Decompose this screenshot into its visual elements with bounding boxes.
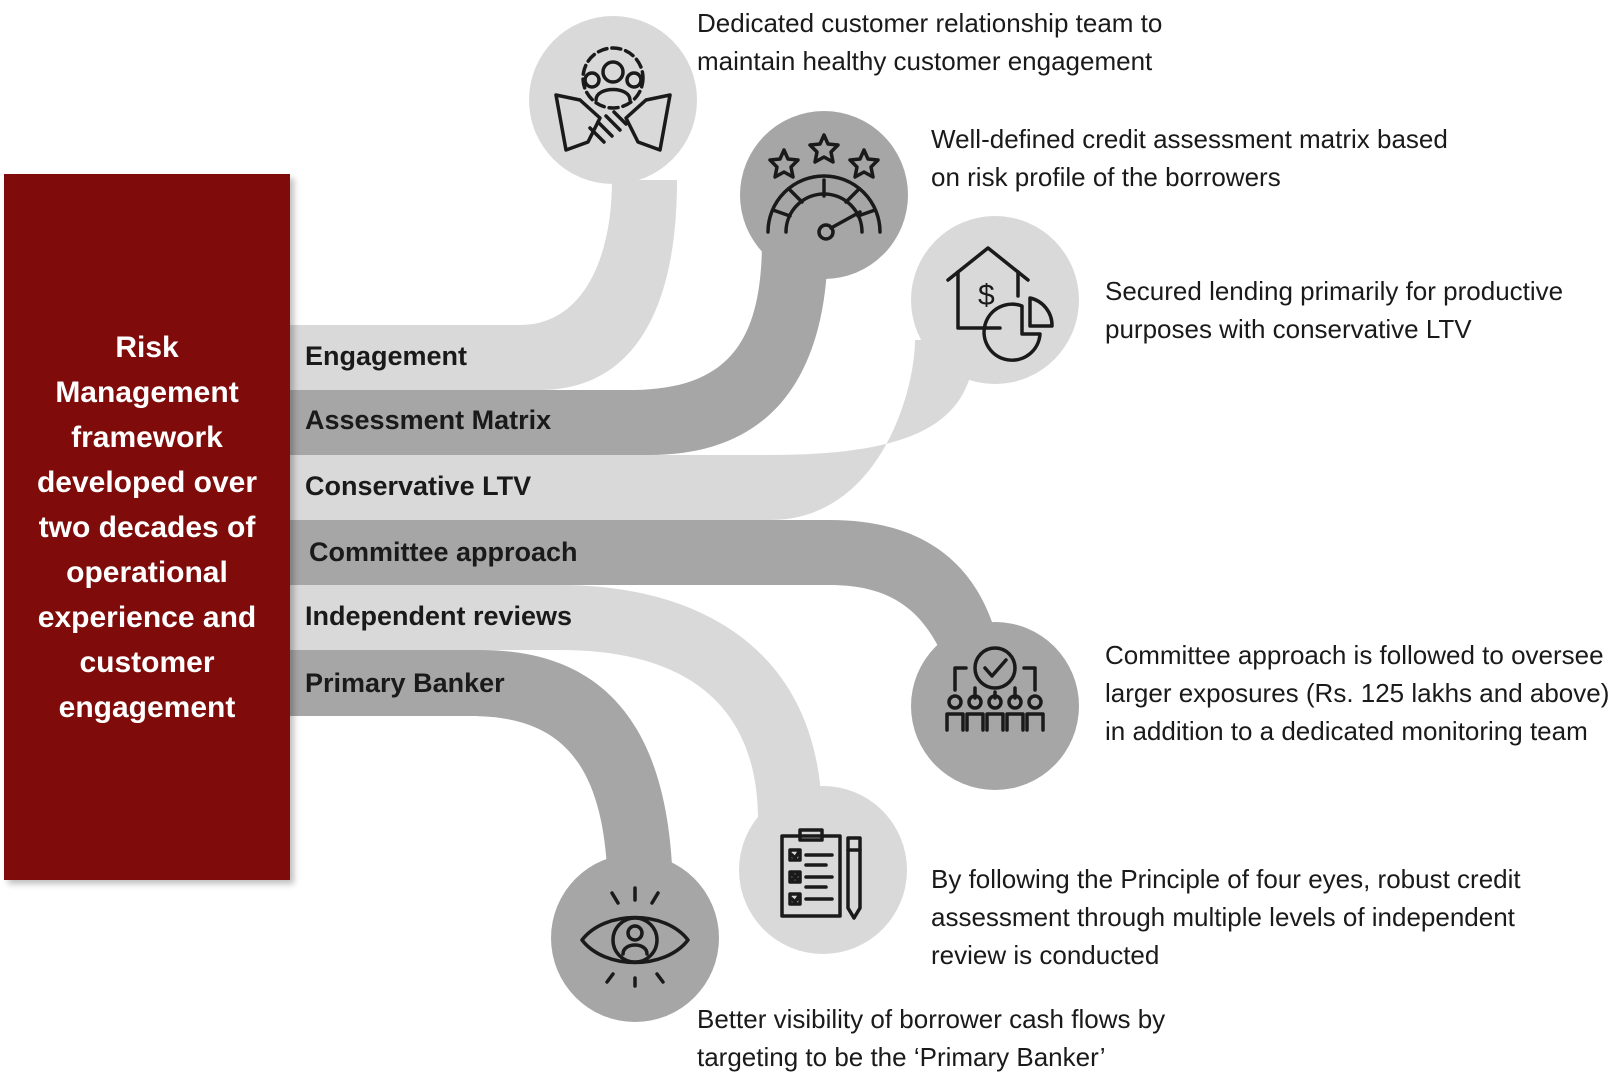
label-independent-reviews: Independent reviews [305, 601, 573, 631]
label-committee-approach: Committee approach [309, 537, 578, 567]
circle-engagement [529, 16, 697, 184]
desc-committee-approach: Committee approach is followed to overse… [1105, 640, 1610, 746]
desc-independent-reviews: By following the Principle of four eyes,… [931, 864, 1521, 970]
house-dollar-chart-icon: $ [946, 246, 1054, 362]
handshake-team-icon [554, 46, 672, 152]
framework-title: Risk Management framework developed over… [36, 330, 258, 724]
label-assessment-matrix: Assessment Matrix [305, 405, 552, 435]
desc-conservative-ltv: Secured lending primarily for productive… [1105, 276, 1564, 344]
band-independent-reviews [290, 585, 822, 820]
band-assessment-matrix [290, 240, 828, 455]
band-engagement [290, 180, 677, 390]
circle-committee-approach [911, 622, 1079, 790]
committee-approval-icon [945, 646, 1045, 732]
desc-primary-banker: Better visibility of borrower cash flows… [697, 1004, 1166, 1072]
circle-primary-banker [551, 854, 719, 1022]
label-conservative-ltv: Conservative LTV [305, 471, 532, 501]
rating-gauge-icon [766, 133, 882, 241]
checklist-clipboard-icon [780, 828, 862, 920]
label-primary-banker: Primary Banker [305, 668, 505, 698]
desc-engagement: Dedicated customer relationship team to … [697, 8, 1163, 76]
band-conservative-ltv [290, 340, 975, 520]
circle-independent-reviews [739, 786, 907, 954]
eye-person-icon [580, 886, 690, 988]
framework-title-panel: Risk Management framework developed over… [4, 174, 290, 880]
label-engagement: Engagement [305, 341, 468, 371]
band-committee-approach [290, 520, 1000, 650]
circle-conservative-ltv [911, 216, 1079, 384]
band-primary-banker [290, 650, 673, 900]
desc-assessment-matrix: Well-defined credit assessment matrix ba… [931, 124, 1448, 192]
svg-text:$: $ [978, 279, 995, 312]
